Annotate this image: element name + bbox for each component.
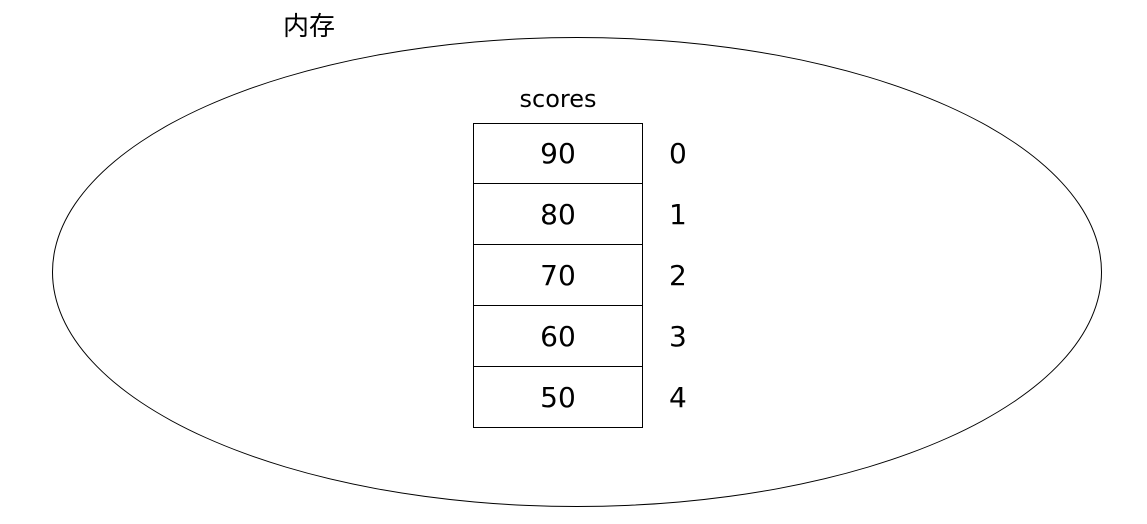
cell-index: 3 (669, 320, 687, 353)
cell-index: 1 (669, 198, 687, 231)
array-cell: 70 2 (473, 245, 687, 306)
cell-value: 90 (473, 123, 643, 184)
cell-index: 4 (669, 381, 687, 414)
cell-index: 2 (669, 259, 687, 292)
cell-index: 0 (669, 137, 687, 170)
cell-value: 60 (473, 306, 643, 367)
array-cell: 90 0 (473, 123, 687, 184)
memory-boundary-ellipse (52, 37, 1102, 507)
array-cell: 60 3 (473, 306, 687, 367)
cell-value: 50 (473, 367, 643, 428)
cell-value: 80 (473, 184, 643, 245)
array-cell: 50 4 (473, 367, 687, 428)
array-cell: 80 1 (473, 184, 687, 245)
cell-value: 70 (473, 245, 643, 306)
memory-label: 内存 (283, 12, 336, 42)
array-name-label: scores (519, 85, 597, 113)
array-box: 90 0 80 1 70 2 60 3 50 4 (473, 123, 687, 428)
